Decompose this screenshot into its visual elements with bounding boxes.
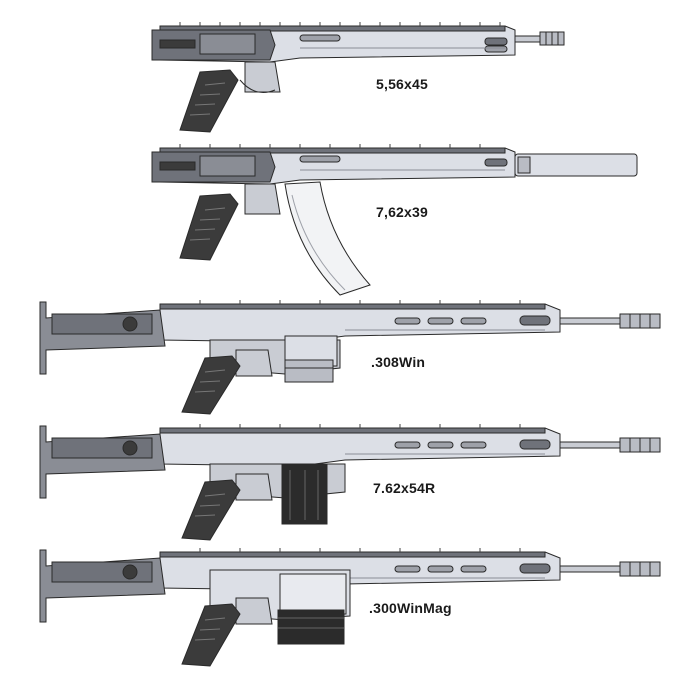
variant-7-62x54r: 7.62x54R	[0, 424, 700, 548]
caliber-label: .300WinMag	[369, 600, 452, 616]
rifle-7-62x39-drawing	[151, 144, 638, 296]
rifle-5-56x45-drawing	[151, 22, 565, 133]
rifle-308win-drawing	[39, 300, 661, 415]
caliber-label: 5,56x45	[376, 76, 429, 92]
rifle-300winmag-drawing	[39, 548, 661, 667]
variant-300winmag: .300WinMag	[0, 548, 700, 684]
caliber-label: 7.62x54R	[373, 480, 436, 496]
variant-308win: .308Win	[0, 296, 700, 420]
rifle-7-62x54r-drawing	[39, 424, 661, 541]
variant-5-56x45: 5,56x45	[0, 0, 700, 140]
caliber-label: .308Win	[371, 354, 426, 370]
caliber-label: 7,62x39	[376, 204, 429, 220]
variant-7-62x39: 7,62x39	[0, 140, 700, 300]
